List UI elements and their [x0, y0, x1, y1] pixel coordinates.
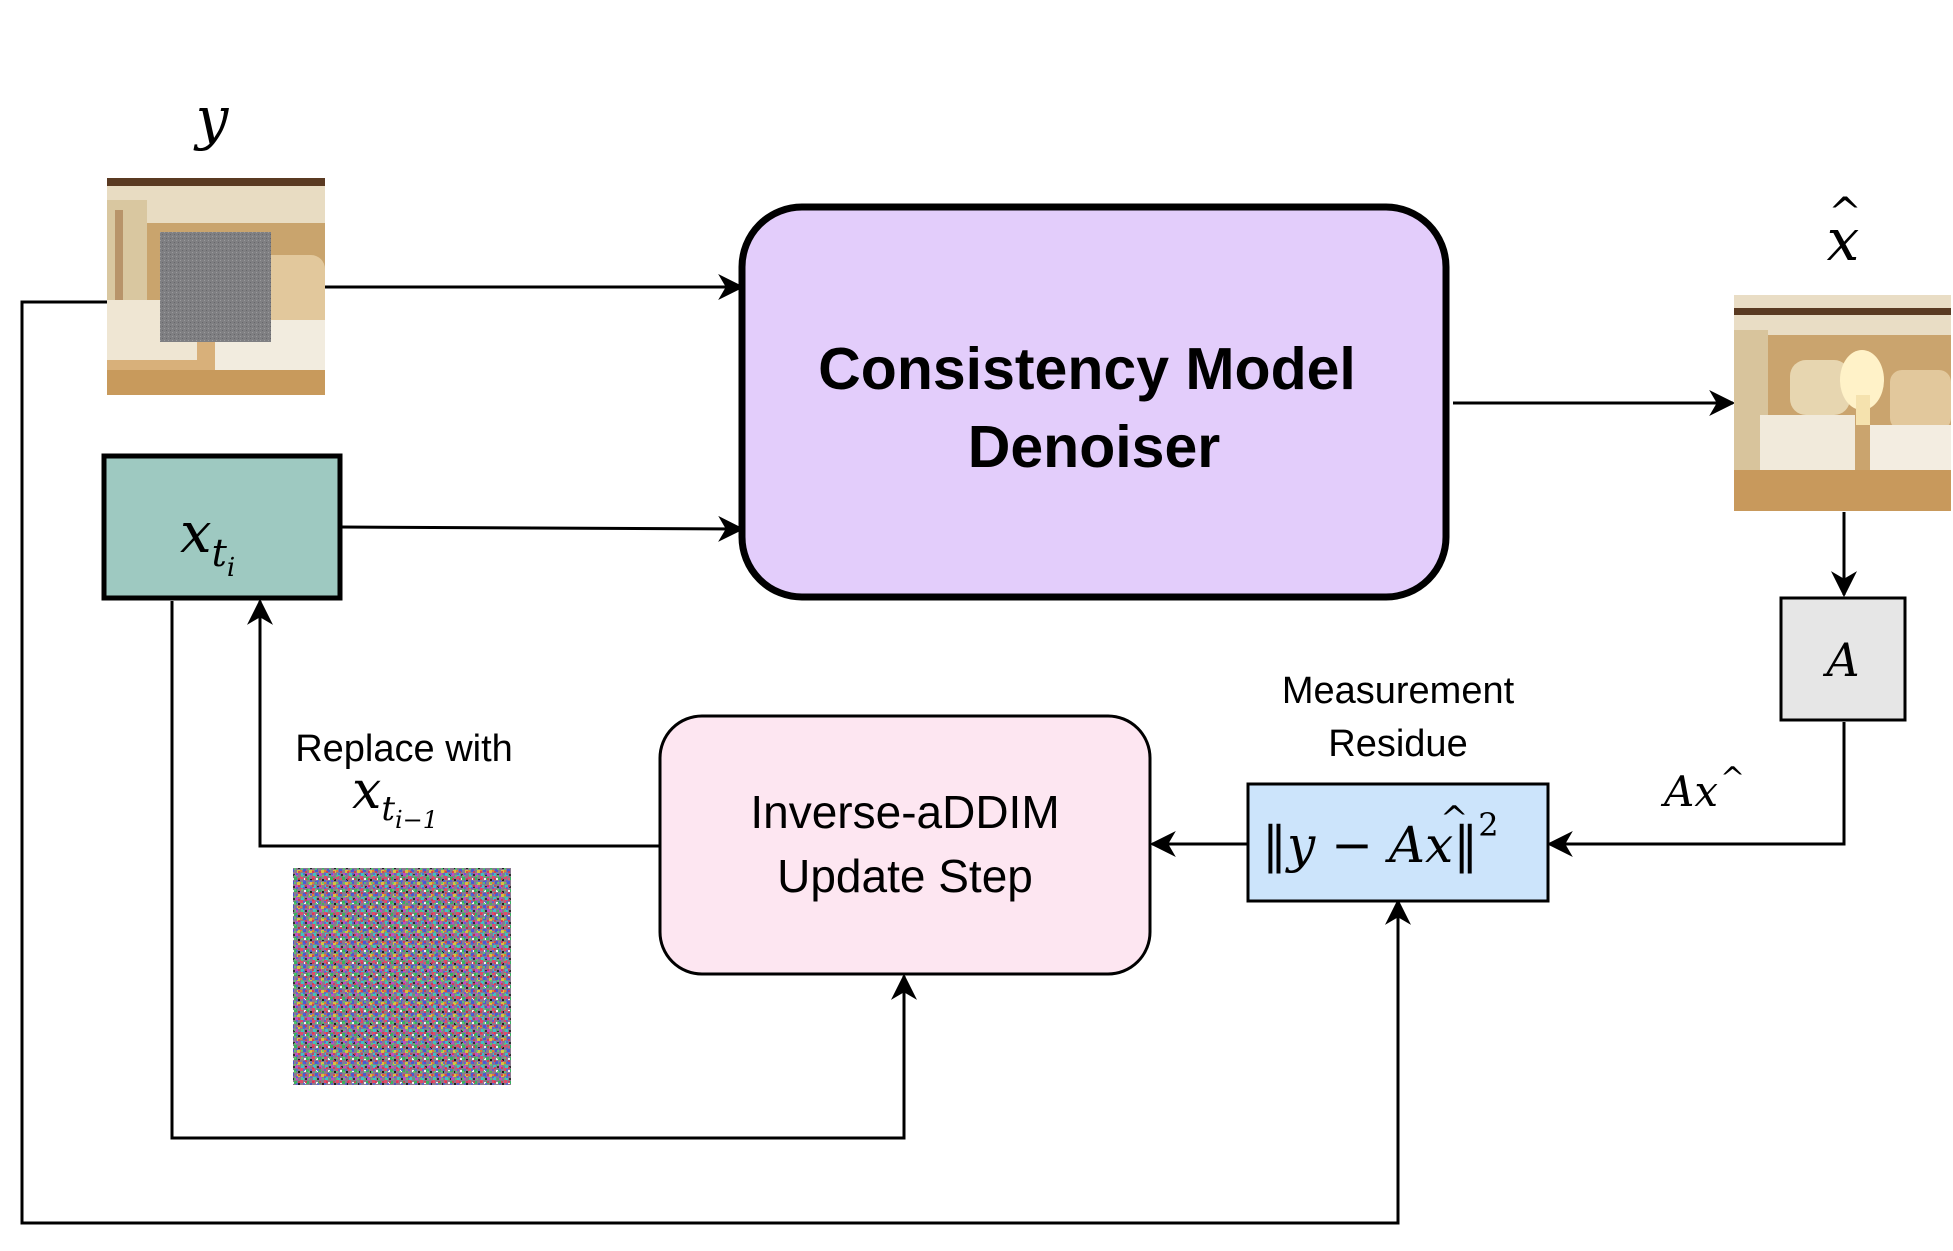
update-title-line1: Inverse-aDDIM: [750, 786, 1059, 838]
residue-label-line2: Residue: [1328, 723, 1467, 765]
xt-label: xti: [180, 501, 235, 583]
arrow-y-to-residue: [20, 300, 1411, 1225]
noisy-latent-block: xti: [101, 453, 343, 601]
residue-box: [1246, 782, 1550, 903]
connectors: [20, 274, 1857, 1225]
arrow-update-to-xt: [247, 598, 660, 848]
update-box: [658, 714, 1152, 976]
replace-label-text: Replace with: [295, 728, 513, 770]
measurement-residue: Measurement Residue ‖y − Ax‖2 ^: [1246, 670, 1550, 903]
arrow-xt-to-update: [170, 601, 917, 1140]
update-title-line2: Update Step: [777, 850, 1033, 902]
ax-hat-caret: ^: [1720, 761, 1745, 796]
xt-box: [101, 453, 343, 601]
denoiser-title-line1: Consistency Model: [818, 336, 1356, 402]
residue-label-line1: Measurement: [1282, 670, 1515, 712]
arrow-xt-to-denoiser: [339, 515, 745, 542]
replace-label: Replace with xti−1: [295, 728, 513, 834]
noise-image: [293, 868, 511, 1085]
masked-input-image: [107, 178, 325, 395]
consistency-model-denoiser: Consistency Model Denoiser: [738, 203, 1450, 601]
arrow-operator-to-residue: [1546, 722, 1846, 857]
operator-box: [1779, 596, 1907, 722]
inverse-addim-update: Inverse-aDDIM Update Step: [658, 714, 1152, 976]
denoiser-title-line2: Denoiser: [968, 414, 1221, 480]
xt-subsubscript: i: [227, 553, 235, 583]
x-hat-caret: ^: [1828, 190, 1862, 236]
replace-symbol: xti−1: [352, 761, 438, 834]
ax-hat-label: Ax ^: [1660, 761, 1745, 816]
residue-formula: ‖y − Ax‖2: [1262, 806, 1499, 874]
x-hat-symbol: x: [1827, 206, 1860, 274]
x-hat-label: x ^: [1827, 190, 1862, 274]
y-label: y: [193, 84, 230, 152]
xt-symbol: x: [180, 501, 212, 566]
xt-subscript: t: [212, 531, 228, 575]
operator-symbol: A: [1822, 633, 1859, 687]
ax-hat-text: Ax: [1660, 767, 1718, 816]
denoiser-box: [738, 203, 1450, 601]
reconstructed-image: [1734, 295, 1951, 511]
residue-caret: ^: [1440, 799, 1469, 839]
forward-operator-block: A: [1779, 596, 1907, 722]
